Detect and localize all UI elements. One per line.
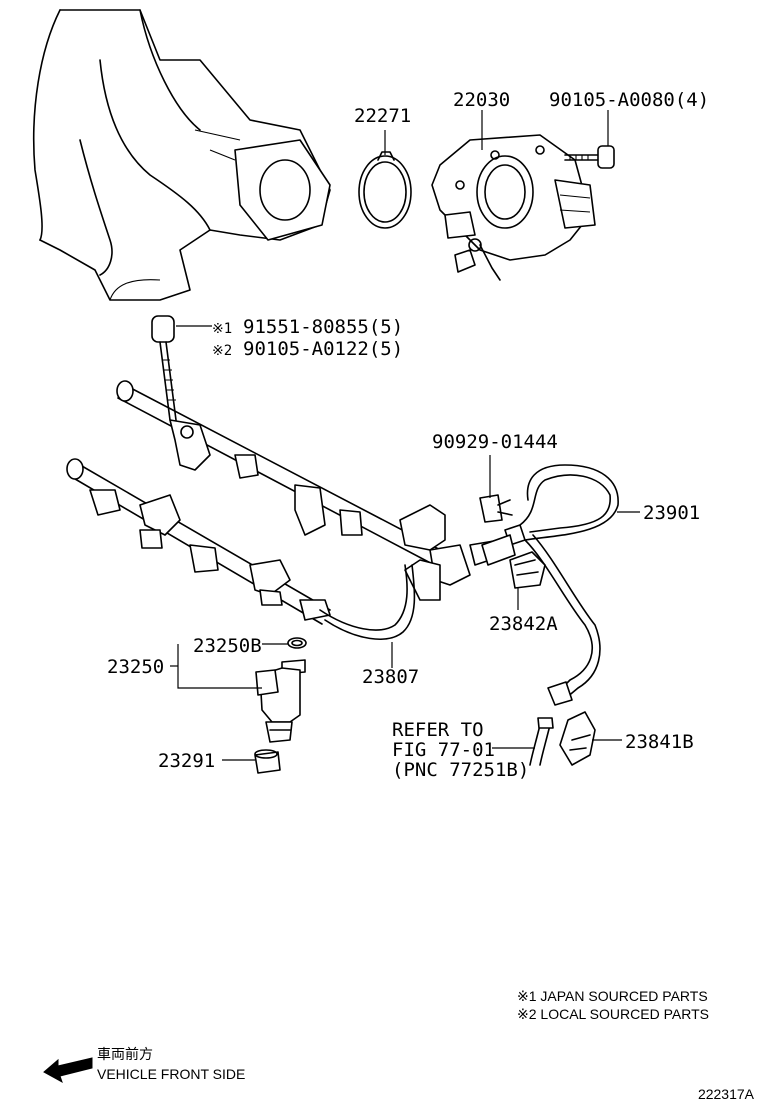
fitting-23841b xyxy=(559,711,622,766)
fuel-pipe-23807 xyxy=(319,564,416,668)
intake-manifold xyxy=(32,9,331,301)
label-90105-a0122: 90105-A0122(5) xyxy=(243,338,403,360)
label-23841b: 23841B xyxy=(625,731,694,753)
refer-hose xyxy=(492,717,554,766)
clip-90929-01444 xyxy=(479,455,513,523)
note1-mark: ※1 xyxy=(212,321,232,337)
bolt-91551-80855 xyxy=(151,315,212,421)
label-23250b: 23250B xyxy=(193,635,262,657)
label-23901: 23901 xyxy=(643,502,700,524)
label-90105-a0080: 90105-A0080(4) xyxy=(549,89,709,111)
refer-line-1: REFER TO xyxy=(392,719,484,741)
direction-label-jp: 車両前方 xyxy=(97,1046,153,1062)
fitting-23842a xyxy=(509,551,546,610)
refer-line-2: FIG 77-01 xyxy=(392,739,495,761)
note2-mark: ※2 xyxy=(212,343,232,359)
label-23807: 23807 xyxy=(362,666,419,688)
throttle-body-22030 xyxy=(431,110,596,281)
seal-23291 xyxy=(222,749,281,774)
arrow-left-icon xyxy=(43,1057,93,1084)
fuel-rail-lower xyxy=(66,458,331,625)
fuel-rail-upper xyxy=(116,380,506,601)
gasket-22271 xyxy=(358,130,412,229)
legend-japan-sourced: ※1 JAPAN SOURCED PARTS xyxy=(517,988,708,1004)
label-23250: 23250 xyxy=(107,656,164,678)
label-90929-01444: 90929-01444 xyxy=(432,431,558,453)
refer-line-3: (PNC 77251B) xyxy=(392,759,529,781)
figure-id: 222317A xyxy=(698,1086,755,1102)
label-22030: 22030 xyxy=(453,89,510,111)
label-23291: 23291 xyxy=(158,750,215,772)
bolt-90105-a0080 xyxy=(564,110,615,169)
fuel-hose-23901 xyxy=(481,464,640,706)
label-22271: 22271 xyxy=(354,105,411,127)
direction-label-en: VEHICLE FRONT SIDE xyxy=(97,1066,245,1082)
injector-23250 xyxy=(170,637,307,743)
legend-local-sourced: ※2 LOCAL SOURCED PARTS xyxy=(517,1006,709,1022)
label-91551-80855: 91551-80855(5) xyxy=(243,316,403,338)
label-23842a: 23842A xyxy=(489,613,558,635)
